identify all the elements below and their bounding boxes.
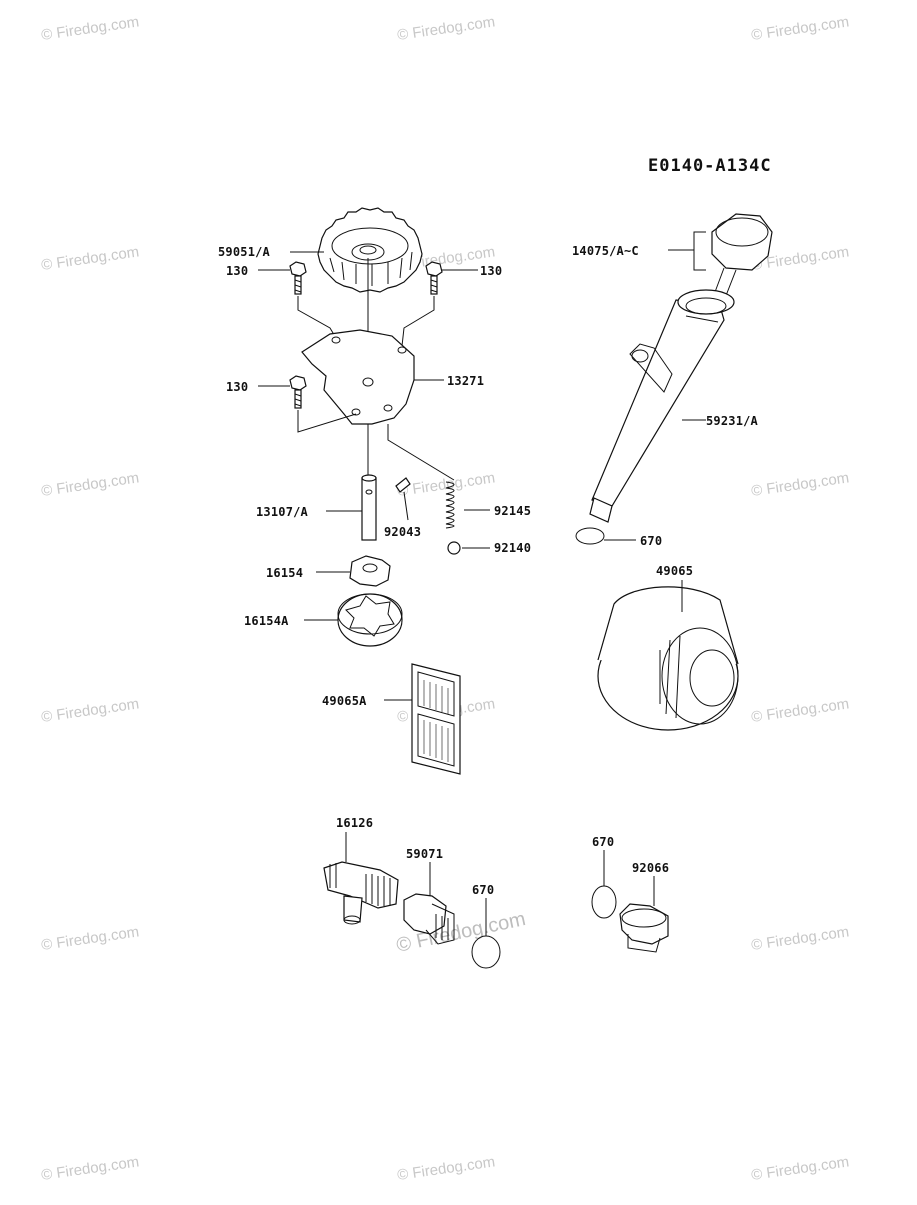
label-92140: 92140 [494, 541, 531, 555]
filler-tube-part[interactable] [589, 289, 735, 523]
ball-part[interactable] [447, 541, 461, 555]
label-49065a: 49065A [322, 694, 367, 708]
plug-part[interactable] [403, 893, 455, 945]
label-13107: 13107/A [256, 505, 309, 519]
label-16126: 16126 [336, 816, 373, 830]
watermark: © Firedog.com [40, 695, 140, 726]
watermark: © Firedog.com [40, 469, 140, 500]
o-ring-part[interactable] [471, 935, 501, 969]
label-92043: 92043 [384, 525, 421, 539]
part-labels: 59051/A 130 130 13271 130 13107/A 92043 … [218, 244, 759, 897]
gear-part[interactable] [317, 207, 423, 293]
label-670-mid: 670 [472, 883, 494, 897]
watermark: © Firedog.com [396, 13, 496, 44]
watermark: © Firedog.com [750, 923, 850, 954]
label-16154a: 16154A [244, 614, 289, 628]
watermark: © Firedog.com [750, 13, 850, 44]
leader-lines [258, 251, 478, 512]
bolt-part[interactable] [425, 261, 443, 295]
inner-rotor-part[interactable] [349, 555, 391, 587]
label-59051: 59051/A [218, 245, 271, 259]
pump-cover-plate[interactable] [301, 329, 415, 425]
label-59231: 59231/A [706, 414, 759, 428]
label-670-right: 670 [592, 835, 614, 849]
watermark: © Firedog.com [750, 469, 850, 500]
label-59071: 59071 [406, 847, 443, 861]
label-130-left: 130 [226, 264, 248, 278]
oil-filler-group [575, 213, 773, 731]
label-14075: 14075/A~C [572, 244, 639, 258]
watermark: © Firedog.com [750, 695, 850, 726]
watermark-layer: © Firedog.com © Firedog.com © Firedog.co… [40, 13, 850, 1184]
watermark: © Firedog.com [40, 1153, 140, 1184]
label-13271: 13271 [447, 374, 484, 388]
drain-group [323, 832, 669, 969]
label-92145: 92145 [494, 504, 531, 518]
label-130-right: 130 [480, 264, 502, 278]
bolt-part[interactable] [289, 261, 307, 295]
o-ring-part[interactable] [575, 527, 605, 545]
pin-part[interactable] [395, 477, 411, 493]
drain-plug-part[interactable] [619, 903, 669, 953]
label-130-lower: 130 [226, 380, 248, 394]
o-ring-part[interactable] [591, 885, 617, 919]
watermark: © Firedog.com [750, 1153, 850, 1184]
watermark: © Firedog.com [40, 923, 140, 954]
diagram-code: E0140-A134C [648, 156, 772, 176]
fitting-part[interactable] [323, 861, 399, 925]
oil-filter-part[interactable] [597, 586, 739, 731]
oil-screen-part[interactable] [411, 663, 461, 775]
spring-part[interactable] [445, 481, 455, 529]
label-670-tube: 670 [640, 534, 662, 548]
label-92066: 92066 [632, 861, 669, 875]
filler-cap-part[interactable] [705, 213, 773, 317]
watermark: © Firedog.com [396, 469, 496, 500]
label-16154: 16154 [266, 566, 303, 580]
bolt-part[interactable] [289, 375, 307, 409]
pump-shaft-part[interactable] [361, 474, 377, 541]
watermark: © Firedog.com [40, 13, 140, 44]
oil-pump-group [289, 207, 490, 775]
label-49065: 49065 [656, 564, 693, 578]
watermark: © Firedog.com [396, 1153, 496, 1184]
outer-rotor-part[interactable] [337, 593, 403, 647]
watermark: © Firedog.com [40, 243, 140, 274]
